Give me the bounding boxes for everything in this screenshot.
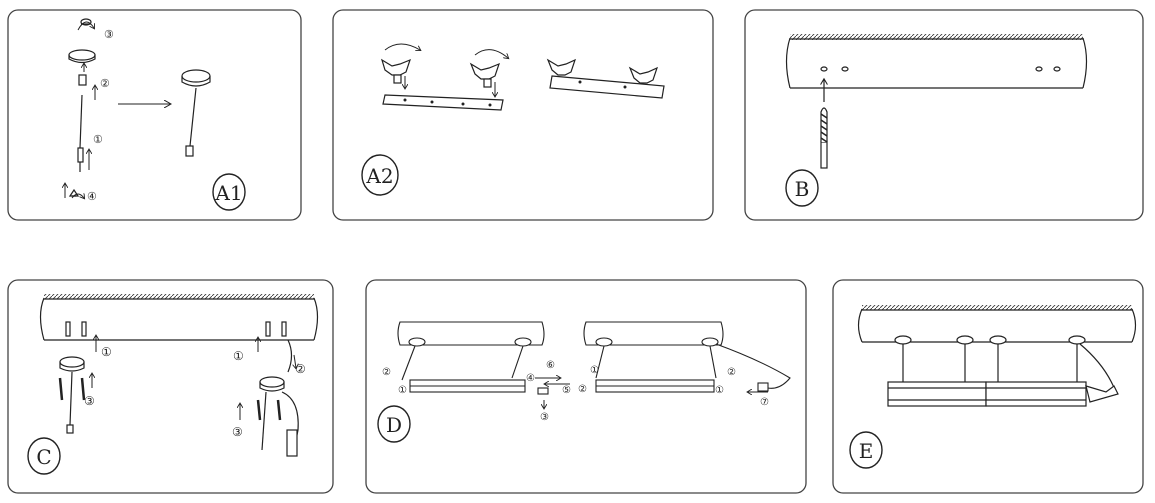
panel-a2: A2: [332, 9, 714, 221]
c-step: ②: [295, 362, 306, 376]
panel-c: ① ③ ① ② ③ C: [7, 279, 334, 494]
panel-b: B: [744, 9, 1144, 221]
c-step: ③: [84, 394, 95, 408]
panel-d: ② ① ④ ⑥ ⑤ ③ ① ② ② ① ⑦ D: [365, 279, 807, 494]
panel-a2-label: A2: [365, 164, 393, 188]
panel-d-label: D: [386, 413, 402, 437]
panel-c-label: C: [36, 445, 51, 469]
d-step: ①: [715, 385, 724, 396]
panel-a1-label: A1: [214, 181, 242, 205]
a1-step: ①: [93, 133, 103, 146]
c-step: ①: [101, 345, 112, 359]
a1-step: ③: [104, 28, 114, 41]
panel-e: E: [832, 279, 1144, 494]
panel-e-label: E: [859, 439, 874, 463]
a1-step: ②: [100, 77, 110, 90]
d-step: ⑥: [546, 360, 555, 371]
d-step: ②: [727, 367, 736, 378]
c-step: ③: [232, 425, 243, 439]
d-step: ②: [578, 384, 587, 395]
a1-step: ④: [87, 190, 97, 203]
c-step: ①: [233, 349, 244, 363]
d-step: ②: [382, 367, 391, 378]
d-step: ④: [526, 373, 535, 384]
panel-b-label: B: [795, 177, 810, 201]
d-step: ③: [540, 412, 549, 423]
d-step: ①: [590, 365, 599, 376]
d-step: ⑤: [562, 385, 571, 396]
panel-a1: ③ ② ① ④ A1: [7, 9, 302, 221]
d-step: ①: [398, 385, 407, 396]
d-step: ⑦: [760, 397, 769, 408]
